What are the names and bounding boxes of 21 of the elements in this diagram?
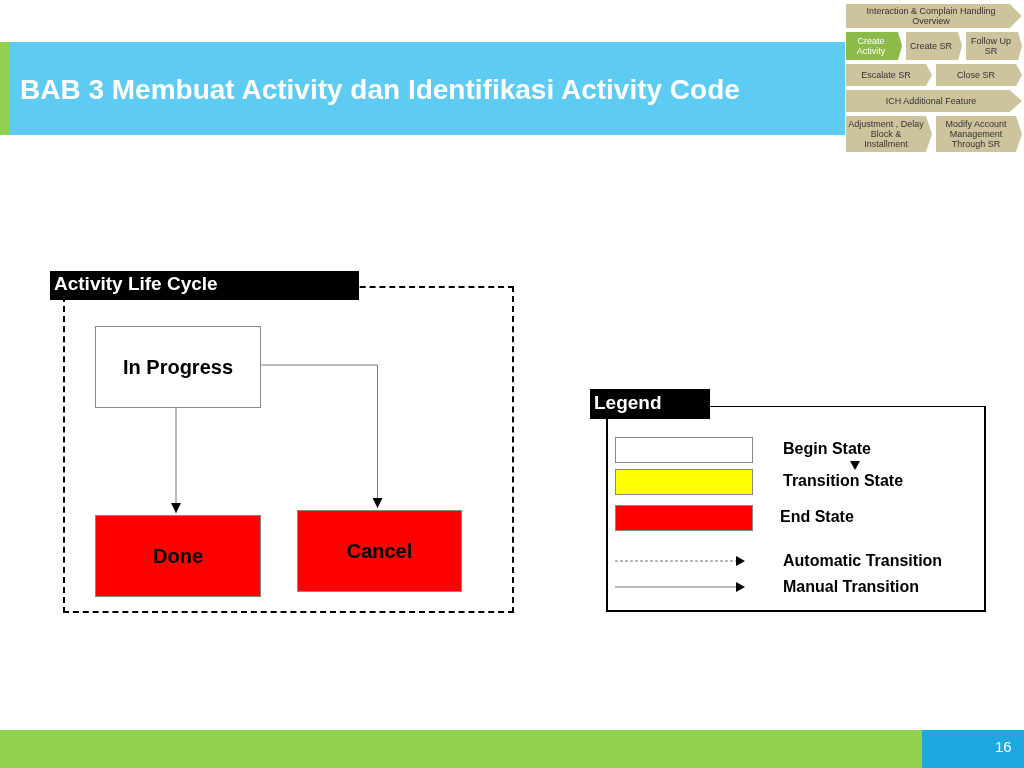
legend-title: Legend <box>590 389 710 419</box>
legend-text: Automatic Transition <box>783 552 943 570</box>
slide-title: BAB 3 Membuat Activity dan Identifikasi Activity Code <box>20 74 740 106</box>
chevron-step: Follow Up SR <box>966 32 1022 60</box>
group-title: Activity Life Cycle <box>50 271 359 300</box>
chevron-step: Modify Account Management Through SR <box>936 116 1022 152</box>
begin-state-box: In Progress <box>95 326 261 408</box>
chevron-step: ICH Additional Feature <box>846 90 1022 112</box>
chevron-step: Create SR <box>906 32 962 60</box>
legend-text: End State <box>780 508 854 526</box>
legend-text: Begin State <box>783 440 871 458</box>
chevron-step: Create Activity <box>846 32 902 60</box>
chevron-step: Escalate SR <box>846 64 932 86</box>
end-state-box: Cancel <box>297 510 462 592</box>
end-state-box: Done <box>95 515 261 597</box>
chevron-step: Close SR <box>936 64 1022 86</box>
chevron-step: Interaction & Complain Handling Overview <box>846 4 1022 28</box>
legend-text: Manual Transition <box>783 578 919 596</box>
legend-text: Transition State <box>783 472 904 490</box>
chevron-step: Adjustment , Delay Block & Installment <box>846 116 932 152</box>
page-number: 16 <box>995 738 1012 755</box>
